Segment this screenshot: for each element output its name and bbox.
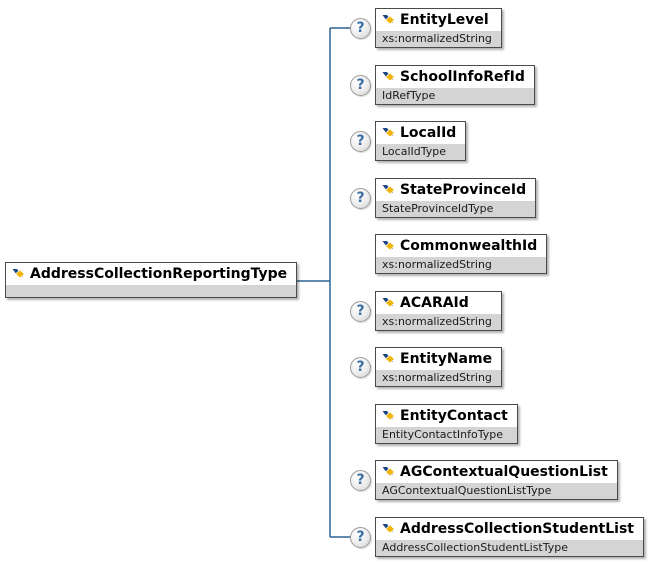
node-type: xs:normalizedString: [376, 314, 501, 330]
node-title-bar: StateProvinceId: [376, 179, 536, 201]
optional-question-icon: ?: [350, 356, 371, 378]
node-address-collection-student-list[interactable]: AddressCollectionStudentList AddressColl…: [375, 517, 644, 557]
optional-question-icon: ?: [350, 17, 371, 39]
optional-question-icon: ?: [350, 469, 371, 491]
node-title-bar: CommonwealthId: [376, 235, 547, 257]
node-acara-id[interactable]: ACARAId xs:normalizedString: [375, 291, 502, 331]
node-local-id[interactable]: LocalId LocalIdType: [375, 121, 467, 161]
child-row-school-info-ref-id: ? SchoolInfoRefId IdRefType: [350, 65, 535, 105]
child-row-address-collection-student-list: ? AddressCollectionStudentList AddressCo…: [350, 517, 644, 557]
node-label: StateProvinceId: [400, 182, 527, 198]
optional-question-icon: ?: [350, 130, 371, 152]
element-icon: [12, 268, 25, 281]
element-icon: [382, 353, 395, 366]
element-icon: [382, 14, 395, 27]
node-title-bar: AddressCollectionStudentList: [376, 518, 643, 540]
node-type: StateProvinceIdType: [376, 201, 536, 217]
node-label: LocalId: [400, 125, 457, 141]
child-row-entity-contact: EntityContact EntityContactInfoType: [375, 404, 518, 444]
child-row-entity-level: ? EntityLevel xs:normalizedString: [350, 8, 502, 48]
node-label: SchoolInfoRefId: [400, 69, 525, 85]
node-title-bar: SchoolInfoRefId: [376, 66, 534, 88]
node-title-bar: EntityName: [376, 348, 502, 370]
node-entity-contact[interactable]: EntityContact EntityContactInfoType: [375, 404, 518, 444]
node-type: AGContextualQuestionListType: [376, 483, 617, 499]
node-label: CommonwealthId: [400, 238, 538, 254]
node-title-bar: LocalId: [376, 122, 466, 144]
child-row-ag-contextual-question-list: ? AGContextualQuestionList AGContextualQ…: [350, 460, 618, 500]
child-row-entity-name: ? EntityName xs:normalizedString: [350, 347, 503, 387]
node-address-collection-reporting-type[interactable]: AddressCollectionReportingType: [5, 262, 298, 298]
node-entity-level[interactable]: EntityLevel xs:normalizedString: [375, 8, 502, 48]
node-type: IdRefType: [376, 88, 534, 104]
node-type: LocalIdType: [376, 144, 466, 160]
element-icon: [382, 184, 395, 197]
node-school-info-ref-id[interactable]: SchoolInfoRefId IdRefType: [375, 65, 535, 105]
node-title-bar: EntityContact: [376, 405, 517, 427]
element-icon: [382, 523, 395, 536]
child-row-commonwealth-id: CommonwealthId xs:normalizedString: [375, 234, 548, 274]
element-icon: [382, 240, 395, 253]
node-label: AGContextualQuestionList: [400, 464, 608, 480]
node-label: EntityName: [400, 351, 493, 367]
node-type: xs:normalizedString: [376, 257, 547, 273]
optional-question-icon: ?: [350, 187, 371, 209]
element-icon: [382, 466, 395, 479]
node-commonwealth-id[interactable]: CommonwealthId xs:normalizedString: [375, 234, 548, 274]
node-ag-contextual-question-list[interactable]: AGContextualQuestionList AGContextualQue…: [375, 460, 618, 500]
node-label: ACARAId: [400, 295, 469, 311]
element-icon: [382, 127, 395, 140]
element-icon: [382, 410, 395, 423]
child-row-state-province-id: ? StateProvinceId StateProvinceIdType: [350, 178, 537, 218]
root-row: AddressCollectionReportingType: [5, 262, 298, 298]
child-row-local-id: ? LocalId LocalIdType: [350, 121, 467, 161]
node-title-bar: AGContextualQuestionList: [376, 461, 617, 483]
node-type: xs:normalizedString: [376, 31, 501, 47]
optional-question-icon: ?: [350, 74, 371, 96]
element-icon: [382, 71, 395, 84]
node-entity-name[interactable]: EntityName xs:normalizedString: [375, 347, 503, 387]
optional-question-icon: ?: [350, 526, 371, 548]
child-row-acara-id: ? ACARAId xs:normalizedString: [350, 291, 502, 331]
node-type: AddressCollectionStudentListType: [376, 540, 643, 556]
node-state-province-id[interactable]: StateProvinceId StateProvinceIdType: [375, 178, 537, 218]
node-label: AddressCollectionReportingType: [30, 266, 288, 282]
node-label: AddressCollectionStudentList: [400, 521, 634, 537]
element-icon: [382, 297, 395, 310]
node-type: [6, 285, 297, 297]
node-label: EntityContact: [400, 408, 508, 424]
node-title-bar: EntityLevel: [376, 9, 501, 31]
node-type: xs:normalizedString: [376, 370, 502, 386]
node-title-bar: ACARAId: [376, 292, 501, 314]
node-title-bar: AddressCollectionReportingType: [6, 263, 297, 285]
optional-question-icon: ?: [350, 300, 371, 322]
node-label: EntityLevel: [400, 12, 489, 28]
node-type: EntityContactInfoType: [376, 427, 517, 443]
